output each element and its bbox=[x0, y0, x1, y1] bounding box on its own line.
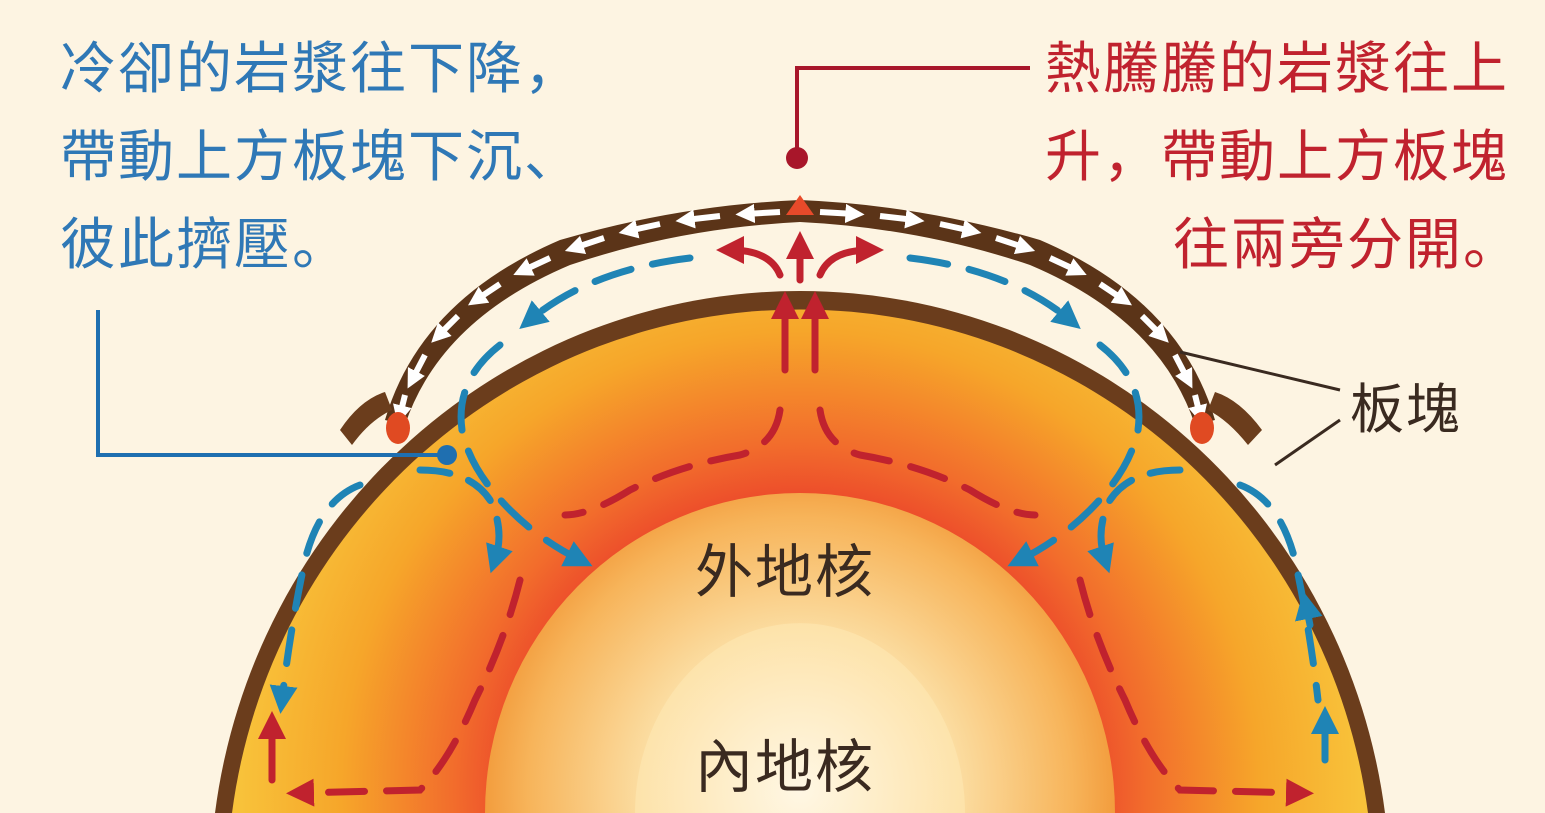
inner-core-label: 內地核 bbox=[695, 720, 875, 804]
hot-magma-line-3: 往兩旁分開。 bbox=[1045, 202, 1521, 290]
hot-magma-annotation: 熱騰騰的岩漿往上 升，帶動上方板塊 往兩旁分開。 bbox=[1045, 26, 1521, 290]
hot-magma-leader bbox=[797, 68, 1030, 158]
hot-magma-line-2: 升，帶動上方板塊 bbox=[1045, 114, 1521, 202]
cold-magma-line-1: 冷卻的岩漿往下降， bbox=[60, 26, 582, 114]
trench-hotspot-left bbox=[386, 412, 410, 444]
hot-magma-leader-dot bbox=[786, 147, 808, 169]
outer-core-label: 外地核 bbox=[695, 525, 875, 609]
plate-right-subducting bbox=[1208, 392, 1262, 445]
cold-magma-leader-dot bbox=[437, 445, 457, 465]
cold-magma-line-3: 彼此擠壓。 bbox=[60, 202, 582, 290]
trench-hotspot-right bbox=[1190, 412, 1214, 444]
hot-magma-line-1: 熱騰騰的岩漿往上 bbox=[1045, 26, 1521, 114]
cold-magma-annotation: 冷卻的岩漿往下降， 帶動上方板塊下沉、 彼此擠壓。 bbox=[60, 26, 582, 290]
cold-magma-line-2: 帶動上方板塊下沉、 bbox=[60, 114, 582, 202]
plate-label: 板塊 bbox=[1350, 365, 1462, 444]
plate-left-subducting bbox=[340, 392, 392, 445]
